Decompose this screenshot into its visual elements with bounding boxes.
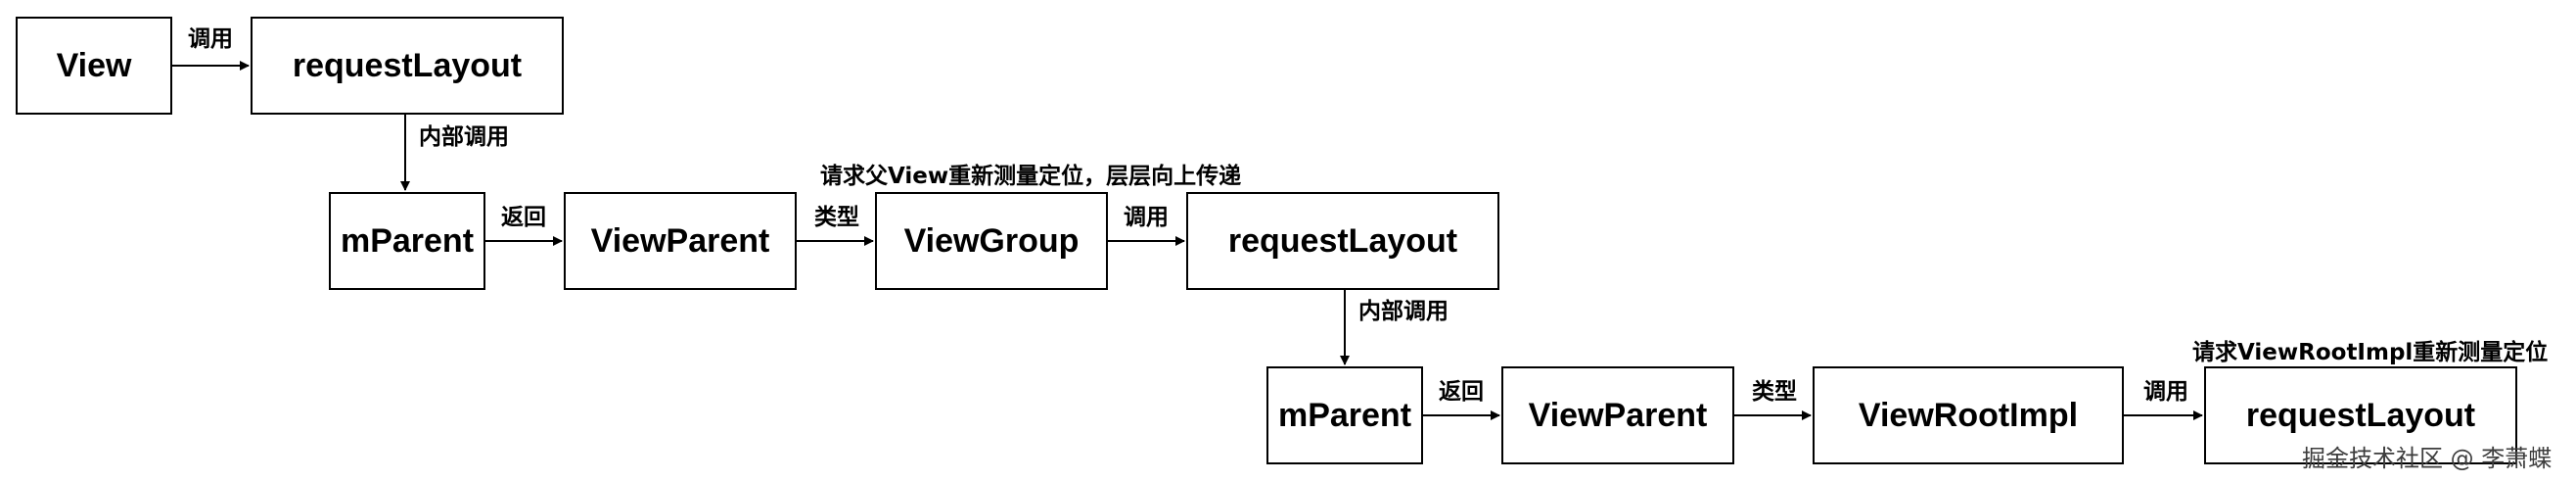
- mparent-node-1: mParent: [329, 192, 485, 290]
- edge-label-internal-call: 内部调用: [1358, 299, 1449, 324]
- request-layout-node-1: requestLayout: [251, 17, 564, 115]
- request-layout-node-3: requestLayout: [2204, 366, 2517, 464]
- viewgroup-node: ViewGroup: [875, 192, 1108, 290]
- mparent-node-2: mParent: [1266, 366, 1423, 464]
- edge-label-call: 调用: [2143, 379, 2188, 405]
- annotation-viewrootimpl: 请求ViewRootImpl重新测量定位: [2192, 340, 2549, 365]
- view-node: View: [16, 17, 172, 115]
- edge-label-call: 调用: [1124, 205, 1169, 230]
- viewparent-node-2: ViewParent: [1501, 366, 1734, 464]
- edge-label-type: 类型: [814, 205, 859, 230]
- viewrootimpl-node: ViewRootImpl: [1813, 366, 2124, 464]
- edge-label-type: 类型: [1752, 379, 1797, 405]
- edge-label-return: 返回: [1439, 379, 1484, 405]
- request-layout-node-2: requestLayout: [1186, 192, 1499, 290]
- viewparent-node-1: ViewParent: [564, 192, 797, 290]
- watermark: 掘金技术社区 @ 李萧蝶: [2302, 445, 2553, 472]
- edge-label-internal-call: 内部调用: [419, 124, 509, 150]
- annotation-viewgroup: 请求父View重新测量定位，层层向上传递: [820, 164, 1242, 189]
- edge-label-call: 调用: [188, 26, 233, 52]
- edge-label-return: 返回: [501, 205, 546, 230]
